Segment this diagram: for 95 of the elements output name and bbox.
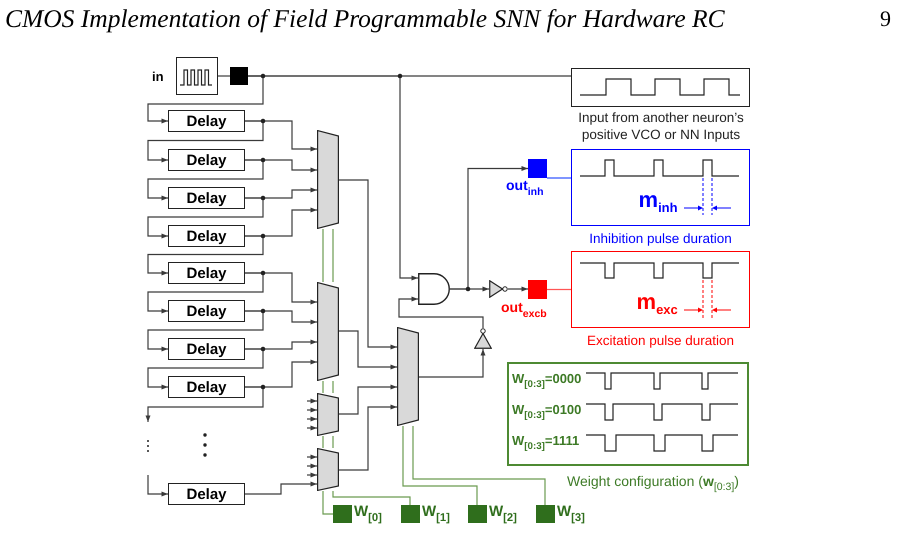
wire bbox=[218, 75, 230, 77]
arrow bbox=[147, 235, 264, 276]
input-label: in bbox=[152, 69, 164, 85]
arrow bbox=[450, 166, 528, 290]
delay-block: Delay bbox=[168, 262, 245, 284]
multiplexer bbox=[317, 130, 339, 229]
delay-block: Delay bbox=[168, 483, 245, 505]
weight-pin bbox=[468, 505, 487, 523]
weight-label: W$_{[2]}$ bbox=[489, 503, 517, 525]
inverter bbox=[489, 280, 508, 298]
pulse-width-label: m$_{inh}$ bbox=[638, 188, 678, 214]
pulse-duration-label: Inhibition pulse duration bbox=[588, 230, 733, 247]
arrow bbox=[307, 464, 317, 468]
input-pin bbox=[230, 67, 248, 85]
arrow bbox=[339, 384, 397, 415]
arrow bbox=[508, 286, 528, 292]
arrow bbox=[147, 197, 264, 238]
waveform-panel bbox=[571, 251, 750, 328]
arrow bbox=[245, 310, 317, 324]
wire bbox=[322, 491, 333, 515]
weight-pin bbox=[333, 505, 352, 523]
multiplexer bbox=[317, 282, 339, 381]
page-number: 9 bbox=[880, 5, 891, 33]
wire bbox=[547, 177, 571, 179]
weight-setting-label: W$_{[0:3]}$=1111 bbox=[512, 433, 580, 453]
delay-block: Delay bbox=[168, 149, 245, 171]
arrow bbox=[307, 408, 317, 412]
arrow bbox=[147, 272, 264, 314]
inverter bbox=[474, 328, 492, 349]
arrow bbox=[248, 75, 418, 280]
arrow bbox=[147, 120, 264, 162]
pulse-width-label: m$_{exc}$ bbox=[636, 290, 678, 316]
multiplexer bbox=[317, 393, 339, 436]
arrow bbox=[307, 398, 317, 404]
output-pin bbox=[528, 159, 547, 178]
arrow bbox=[147, 310, 264, 352]
arrow bbox=[245, 360, 317, 388]
and-gate bbox=[418, 273, 450, 305]
arrow bbox=[146, 386, 264, 422]
wire bbox=[332, 381, 334, 393]
arrow bbox=[307, 426, 317, 430]
arrow bbox=[245, 208, 317, 237]
arrow bbox=[245, 159, 317, 172]
weight-configuration-label: Weight configuration (w$_{[0:3]}$) bbox=[567, 473, 739, 493]
arrow bbox=[339, 404, 397, 471]
output-label: out$_{excb}$ bbox=[501, 299, 547, 320]
waveform-panel bbox=[571, 149, 750, 226]
wire bbox=[332, 436, 334, 448]
wire bbox=[332, 491, 411, 505]
waveform-panel bbox=[571, 68, 750, 107]
arrow bbox=[398, 296, 484, 328]
arrow bbox=[147, 159, 264, 200]
weight-config-panel bbox=[507, 362, 749, 466]
weight-label: W$_{[1]}$ bbox=[422, 503, 450, 525]
delay-block: Delay bbox=[168, 225, 245, 247]
signal-description-label: Input from another neuron’s positive VCO or NN Inputs bbox=[577, 109, 745, 143]
page-title: CMOS Implementation of Field Programmable SNN for Hardware RC bbox=[5, 4, 725, 34]
weight-label: W$_{[0]}$ bbox=[354, 503, 382, 525]
arrow bbox=[245, 340, 317, 350]
output-label: out$_{inh}$ bbox=[506, 177, 544, 198]
signal-source-box bbox=[176, 57, 218, 95]
multiplexer bbox=[317, 448, 339, 491]
wire bbox=[332, 229, 334, 282]
delay-block: Delay bbox=[168, 338, 245, 360]
arrow bbox=[147, 475, 168, 496]
wire bbox=[322, 381, 324, 393]
delay-block: Delay bbox=[168, 376, 245, 398]
wire bbox=[402, 426, 478, 505]
arrow bbox=[339, 330, 397, 370]
weight-setting-label: W$_{[0:3]}$=0100 bbox=[512, 402, 582, 422]
arrow bbox=[339, 179, 397, 350]
pulse-duration-label: Excitation pulse duration bbox=[586, 332, 736, 349]
weight-pin bbox=[536, 505, 555, 523]
arrow bbox=[245, 120, 317, 152]
delay-block: Delay bbox=[168, 300, 245, 322]
arrow bbox=[419, 349, 486, 378]
arrow bbox=[245, 272, 317, 304]
wire bbox=[322, 229, 324, 282]
arrow bbox=[147, 348, 264, 390]
arrow bbox=[307, 416, 317, 422]
delay-block: Delay bbox=[168, 187, 245, 209]
wire bbox=[412, 426, 546, 505]
arrow bbox=[307, 472, 317, 478]
wire bbox=[547, 288, 571, 290]
arrow bbox=[307, 454, 317, 460]
output-pin bbox=[528, 280, 547, 298]
delay-block: Delay bbox=[168, 110, 245, 132]
weight-pin bbox=[401, 505, 420, 523]
weight-label: W$_{[3]}$ bbox=[557, 503, 585, 525]
multiplexer bbox=[397, 327, 419, 426]
wire bbox=[322, 436, 324, 448]
weight-setting-label: W$_{[0:3]}$=0000 bbox=[512, 371, 582, 391]
arrow bbox=[147, 75, 264, 124]
arrow bbox=[245, 482, 317, 495]
arrow bbox=[245, 188, 317, 199]
